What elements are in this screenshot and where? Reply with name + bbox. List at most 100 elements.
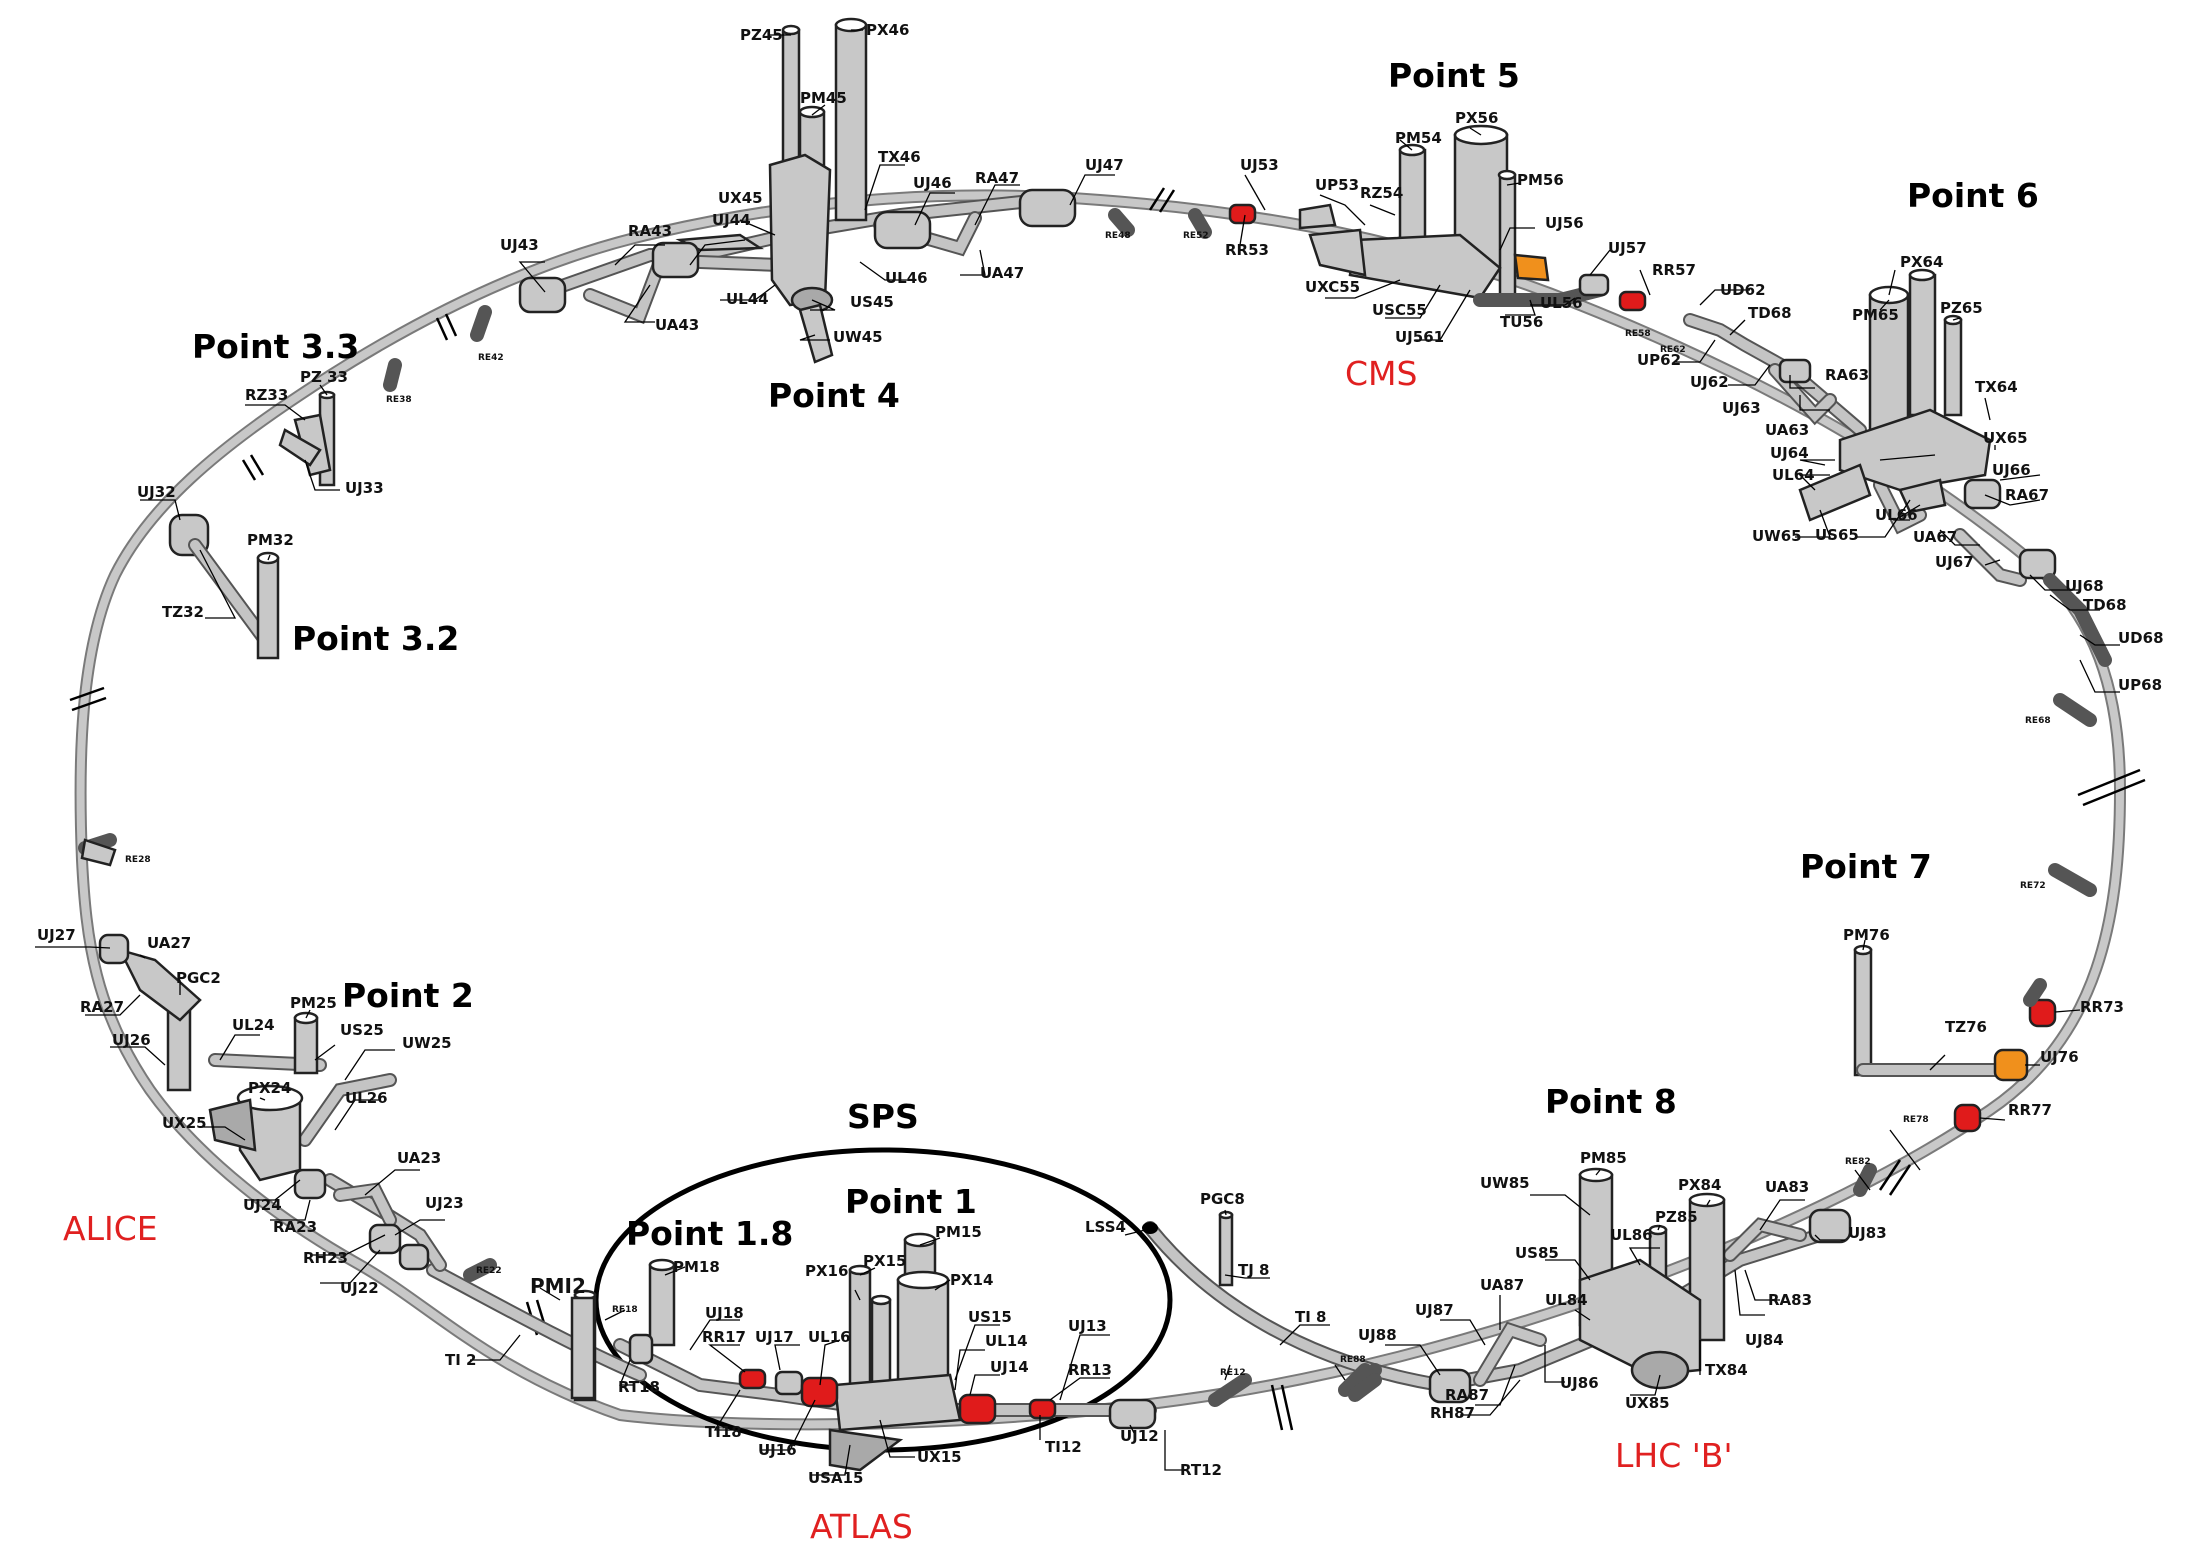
leader-lines [35, 29, 2120, 1476]
label-uj83: UJ83 [1848, 1224, 1887, 1242]
label-ux25: UX25 [162, 1114, 207, 1132]
label-pm15: PM15 [935, 1223, 982, 1241]
label-pm54: PM54 [1395, 129, 1442, 147]
label-pz85: PZ85 [1655, 1208, 1698, 1226]
label-ti2: TI 2 [445, 1351, 476, 1369]
label-rh23: RH23 [303, 1249, 348, 1267]
label-px84: PX84 [1678, 1176, 1721, 1194]
label-tz76: TZ76 [1945, 1018, 1987, 1036]
label-pm65: PM65 [1852, 306, 1899, 324]
label-re42: RE42 [478, 353, 504, 363]
label-re72: RE72 [2020, 881, 2046, 891]
label-tj8: TJ 8 [1238, 1261, 1269, 1279]
label-ua87: UA87 [1480, 1276, 1524, 1294]
labels: PZ45 PX46 PM45 TX46 UJ46 RA47 UJ47 UX45 … [37, 21, 2164, 1487]
label-up53: UP53 [1315, 176, 1359, 194]
label-re52: RE52 [1183, 231, 1209, 241]
title-point5: Point 5 [1388, 56, 1520, 95]
label-uxc55: UXC55 [1305, 278, 1360, 296]
title-point18: Point 1.8 [626, 1214, 793, 1253]
label-pgc8: PGC8 [1200, 1190, 1245, 1208]
label-re12: RE12 [1220, 1368, 1246, 1378]
label-ul66: UL66 [1875, 506, 1918, 524]
title-point8: Point 8 [1545, 1082, 1677, 1121]
label-uj17: UJ17 [755, 1328, 794, 1346]
title-point2: Point 2 [342, 976, 474, 1015]
label-ul44: UL44 [726, 290, 769, 308]
label-usc55: USC55 [1372, 301, 1427, 319]
point1-structure [573, 1210, 1382, 1472]
label-uj24: UJ24 [243, 1196, 282, 1214]
title-point4: Point 4 [768, 376, 900, 415]
label-px64: PX64 [1900, 253, 1943, 271]
label-us85: US85 [1515, 1244, 1559, 1262]
label-uj88: UJ88 [1358, 1326, 1397, 1344]
label-pm45: PM45 [800, 89, 847, 107]
label-ra63: RA63 [1825, 366, 1869, 384]
label-ul84: UL84 [1545, 1291, 1588, 1309]
label-uj87: UJ87 [1415, 1301, 1454, 1319]
label-rt18: RT18 [618, 1378, 660, 1396]
label-uj64: UJ64 [1770, 444, 1809, 462]
label-ra23: RA23 [273, 1218, 317, 1236]
label-uj22: UJ22 [340, 1279, 379, 1297]
label-re48: RE48 [1105, 231, 1131, 241]
label-px14: PX14 [950, 1271, 993, 1289]
label-rr13: RR13 [1068, 1361, 1112, 1379]
label-tz32: TZ32 [162, 603, 204, 621]
label-pm76: PM76 [1843, 926, 1890, 944]
label-rr73: RR73 [2080, 998, 2124, 1016]
point-titles: Point 4 Point 5 Point 6 Point 7 Point 8 … [192, 56, 2039, 1253]
label-uj23: UJ23 [425, 1194, 464, 1212]
label-rr53: RR53 [1225, 241, 1269, 259]
label-tx46: TX46 [878, 148, 921, 166]
label-ul46: UL46 [885, 269, 928, 287]
label-re22: RE22 [476, 1266, 502, 1276]
label-tu56: TU56 [1500, 313, 1543, 331]
label-ux65: UX65 [1983, 429, 2028, 447]
label-pm85: PM85 [1580, 1149, 1627, 1167]
label-ti18: TI18 [705, 1423, 742, 1441]
label-uj561: UJ561 [1395, 328, 1444, 346]
label-uj12: UJ12 [1120, 1427, 1159, 1445]
label-pm18: PM18 [673, 1258, 720, 1276]
title-point33: Point 3.3 [192, 327, 359, 366]
label-uj33: UJ33 [345, 479, 384, 497]
label-ra87: RA87 [1445, 1386, 1489, 1404]
label-uj67: UJ67 [1935, 553, 1974, 571]
label-uj53: UJ53 [1240, 156, 1279, 174]
label-td68a: TD68 [1748, 304, 1792, 322]
label-re28: RE28 [125, 855, 151, 865]
label-uj14: UJ14 [990, 1358, 1029, 1376]
title-point7: Point 7 [1800, 847, 1932, 886]
label-ti12: TI12 [1045, 1438, 1082, 1456]
label-re82: RE82 [1845, 1157, 1871, 1167]
label-ud62: UD62 [1720, 281, 1766, 299]
label-uj27: UJ27 [37, 926, 76, 944]
label-px46: PX46 [866, 21, 909, 39]
label-rh87: RH87 [1430, 1404, 1475, 1422]
label-uj16: UJ16 [758, 1441, 797, 1459]
label-ua43: UA43 [655, 316, 699, 334]
label-us45: US45 [850, 293, 894, 311]
label-uj43: UJ43 [500, 236, 539, 254]
point3-structures [168, 390, 336, 660]
label-uw45: UW45 [833, 328, 883, 346]
label-ul16: UL16 [808, 1328, 851, 1346]
label-px24: PX24 [248, 1079, 291, 1097]
label-rr17: RR17 [702, 1328, 746, 1346]
label-ua27: UA27 [147, 934, 191, 952]
label-ud68: UD68 [2118, 629, 2164, 647]
label-ua83: UA83 [1765, 1178, 1809, 1196]
label-uj46: UJ46 [913, 174, 952, 192]
label-ua47: UA47 [980, 264, 1024, 282]
label-ul56: UL56 [1540, 294, 1583, 312]
label-pgc2: PGC2 [176, 969, 221, 987]
label-us65: US65 [1815, 526, 1859, 544]
label-pm25: PM25 [290, 994, 337, 1012]
label-re68: RE68 [2025, 716, 2051, 726]
point2-structure [78, 833, 596, 1400]
label-uj44: UJ44 [712, 211, 751, 229]
label-ul64: UL64 [1772, 466, 1815, 484]
